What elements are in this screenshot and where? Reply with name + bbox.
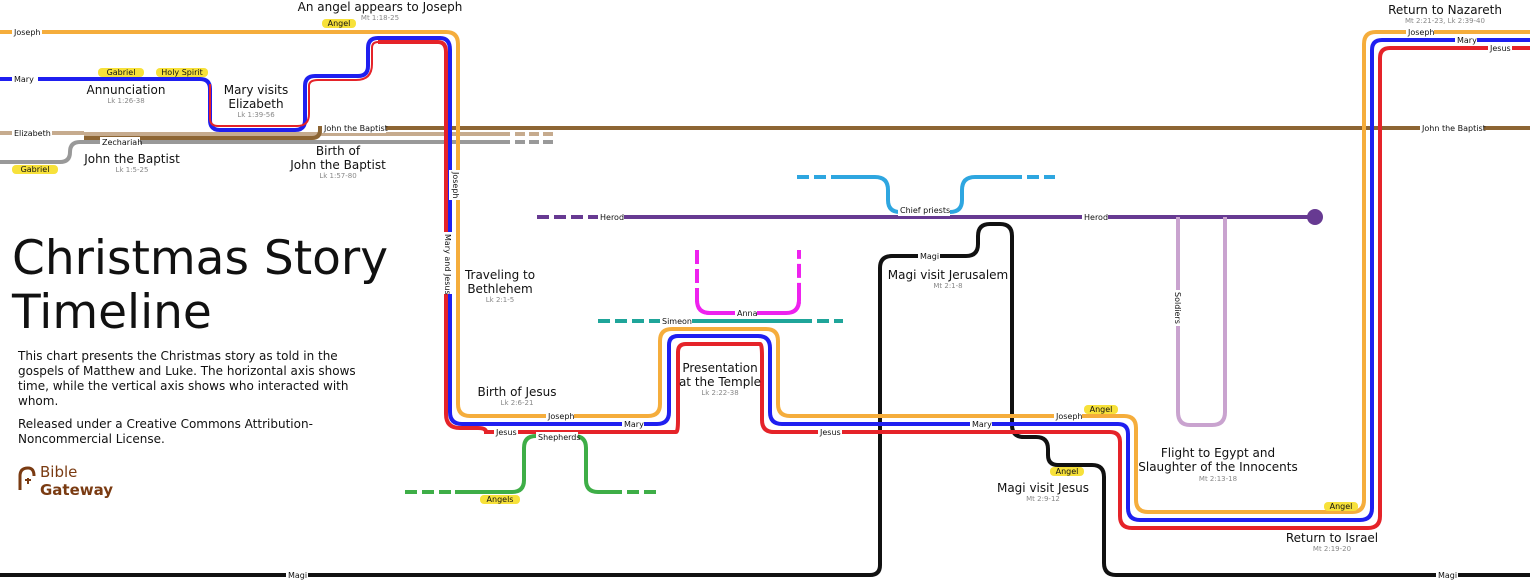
event-jtb: John the Baptist — [83, 152, 180, 166]
mary-label-flight: Mary — [972, 420, 992, 429]
event-flight-ref: Mt 2:13-18 — [1199, 475, 1237, 483]
event-flight-2: Slaughter of the Innocents — [1138, 460, 1298, 474]
event-return-nazareth: Return to Nazareth — [1388, 3, 1502, 17]
gabriel-badge-mary — [98, 68, 144, 77]
event-magi-jesus-ref: Mt 2:9-12 — [1026, 495, 1060, 503]
jesus-label-birth: Jesus — [495, 428, 517, 437]
angel-badge-magi-text: Angel — [1056, 467, 1079, 476]
event-birth-jesus-ref: Lk 2:6-21 — [501, 399, 534, 407]
gabriel-badge-zechariah-text: Gabriel — [21, 165, 50, 174]
joseph-vertical-label: Joseph — [451, 171, 460, 199]
event-traveling-2: Bethlehem — [467, 282, 532, 296]
soldiers-line — [1176, 217, 1227, 427]
event-magi-jerusalem: Magi visit Jerusalem — [888, 268, 1009, 282]
event-presentation-2: at the Temple — [679, 375, 761, 389]
event-mary-visits-1: Mary visits — [224, 83, 289, 97]
herod-label-left: Herod — [600, 213, 624, 222]
angels-badge — [480, 495, 520, 504]
holy-spirit-badge-text: Holy Spirit — [161, 68, 202, 77]
event-magi-jerusalem-ref: Mt 2:1-8 — [933, 282, 962, 290]
magi-label-right: Magi — [1438, 571, 1457, 580]
joseph-label-flight: Joseph — [1055, 412, 1083, 421]
joseph-start-label: Joseph — [13, 28, 41, 37]
event-annunciation: Annunciation — [87, 83, 166, 97]
event-return-nazareth-ref: Mt 2:21-23, Lk 2:39-40 — [1405, 17, 1485, 25]
logo-line1: Bible — [40, 463, 78, 481]
angel-badge-return — [1324, 502, 1358, 511]
holy-spirit-badge — [156, 68, 208, 77]
mary-label-end: Mary — [1457, 36, 1477, 45]
joseph-line — [0, 30, 1530, 514]
event-magi-jesus: Magi visit Jesus — [997, 481, 1089, 495]
magi-label-left: Magi — [288, 571, 307, 580]
mary-start-label: Mary — [14, 75, 34, 84]
event-traveling-1: Traveling to — [464, 268, 535, 282]
event-jtb-ref: Lk 1:5-25 — [116, 166, 149, 174]
mary-and-jesus-vertical-label: Mary and Jesus — [443, 234, 452, 295]
angel-badge-magi — [1050, 467, 1084, 476]
john-the-baptist-line — [84, 126, 1530, 140]
logo-arch-icon — [18, 466, 36, 490]
angel-badge-flight — [1084, 405, 1118, 414]
logo-line2: Gateway — [40, 481, 114, 499]
john-the-baptist-label-left: John the Baptist — [323, 124, 388, 133]
magi-label-jerusalem: Magi — [920, 252, 939, 261]
mary-jesus-pre — [209, 41, 379, 127]
john-the-baptist-lines — [0, 126, 1530, 164]
zechariah-line — [0, 140, 510, 164]
herod-end-dot — [1307, 209, 1323, 225]
zechariah-label: Zechariah — [102, 138, 142, 147]
event-angel-joseph: An angel appears to Joseph — [298, 0, 463, 14]
jesus-label-end: Jesus — [1489, 44, 1511, 53]
license-text: Released under a Creative Commons Attrib… — [18, 417, 313, 446]
event-mary-visits-2: Elizabeth — [228, 97, 283, 111]
event-return-israel-ref: Mt 2:19-20 — [1313, 545, 1351, 553]
joseph-label-birth: Joseph — [547, 412, 575, 421]
event-flight-1: Flight to Egypt and — [1161, 446, 1275, 460]
angel-badge-joseph — [322, 19, 356, 28]
joseph-label-end: Joseph — [1407, 28, 1435, 37]
event-return-israel: Return to Israel — [1286, 531, 1378, 545]
herod-label-right: Herod — [1084, 213, 1108, 222]
jesus-line — [378, 40, 1530, 530]
gabriel-badge-mary-text: Gabriel — [107, 68, 136, 77]
elizabeth-label: Elizabeth — [14, 129, 51, 138]
event-angel-joseph-ref: Mt 1:18-25 — [361, 14, 399, 22]
event-birth-jtb-ref: Lk 1:57-80 — [319, 172, 356, 180]
soldiers-vertical-label: Soldiers — [1173, 292, 1182, 324]
jesus-label-flight: Jesus — [819, 428, 841, 437]
angels-badge-text: Angels — [487, 495, 514, 504]
mary-label-birth: Mary — [624, 420, 644, 429]
event-birth-jtb-1: Birth of — [316, 144, 361, 158]
event-birth-jesus: Birth of Jesus — [477, 385, 556, 399]
bible-gateway-logo[interactable]: Bible Gateway — [18, 463, 128, 504]
event-annunciation-ref: Lk 1:26-38 — [107, 97, 144, 105]
gabriel-badge-zechariah — [12, 165, 58, 174]
event-traveling-ref: Lk 2:1-5 — [486, 296, 514, 304]
description-text: This chart presents the Christmas story … — [18, 349, 356, 408]
page-title: Christmas Story Timeline — [12, 231, 389, 340]
event-presentation-ref: Lk 2:22-38 — [701, 389, 738, 397]
event-mary-visits-ref: Lk 1:39-56 — [237, 111, 275, 119]
angel-badge-return-text: Angel — [1330, 502, 1353, 511]
angel-badge-joseph-text: Angel — [328, 19, 351, 28]
event-presentation-1: Presentation — [682, 361, 757, 375]
john-the-baptist-label-right: John the Baptist — [1421, 124, 1486, 133]
anna-label: Anna — [737, 309, 758, 318]
shepherds-label: Shepherds — [538, 433, 581, 442]
angel-badge-flight-text: Angel — [1090, 405, 1113, 414]
chief-priests-label: Chief priests — [900, 206, 950, 215]
simeon-label: Simeon — [662, 317, 692, 326]
magi-line — [0, 222, 1530, 577]
event-birth-jtb-2: John the Baptist — [289, 158, 386, 172]
